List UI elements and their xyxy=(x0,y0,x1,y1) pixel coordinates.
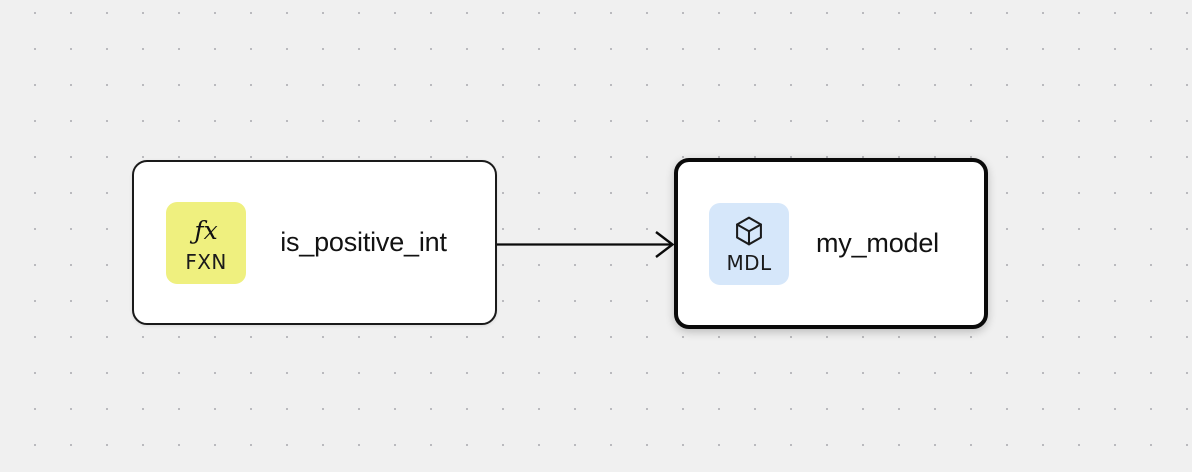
edge-fn-to-mdl[interactable] xyxy=(497,231,675,258)
node-title: is_positive_int xyxy=(280,227,447,257)
node-title: my_model xyxy=(816,228,939,258)
node-model-my-model[interactable]: MDL my_model xyxy=(674,158,988,329)
edge-arrowhead-icon xyxy=(655,231,675,258)
node-type-badge-fxn: ƒx FXN xyxy=(166,201,246,284)
cube-icon xyxy=(732,214,766,248)
node-type-badge-label: FXN xyxy=(185,250,227,274)
node-type-badge-mdl: MDL xyxy=(709,202,789,285)
function-fx-glyph: ƒx xyxy=(194,215,218,245)
node-function-is-positive-int[interactable]: ƒx FXN is_positive_int xyxy=(132,160,497,325)
node-type-badge-label: MDL xyxy=(726,251,772,275)
